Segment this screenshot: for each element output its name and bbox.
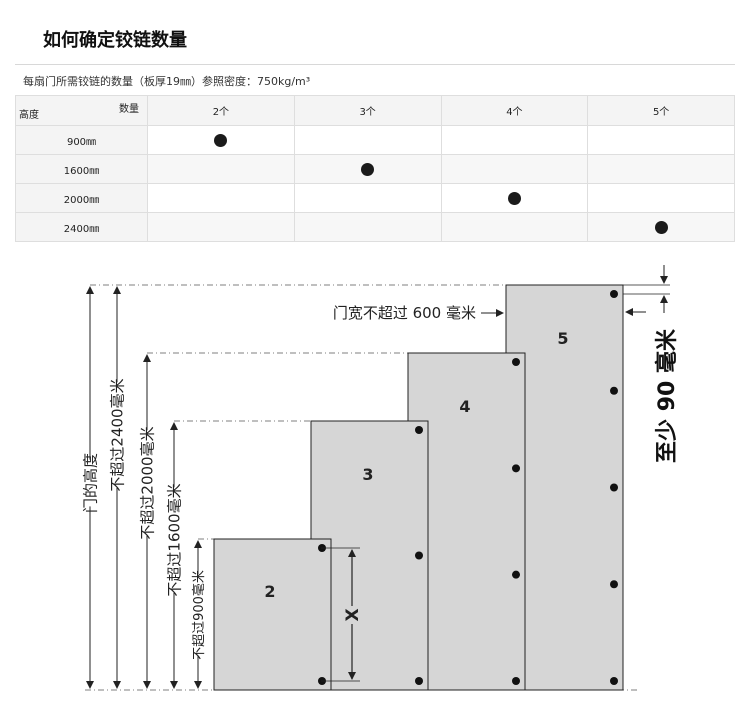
table-cell [147,154,295,184]
table-caption: 每扇门所需铰链的数量（板厚19㎜）参照密度：750kg/m³ [23,75,311,88]
dimension-label: 不超过2400毫米 [109,378,127,491]
hinge-placement-diagram: 2 3 4 5 门的高度不超过2400毫米不超过2000毫米不超过1600毫米不超过90… [81,265,680,691]
selection-dot-icon [654,220,668,234]
dimension-label: 门的高度 [82,453,100,513]
dimension-label: 不超过2000毫米 [139,426,157,539]
table-row: 1600㎜ [15,154,735,184]
label-background [108,382,126,488]
table-cell [147,125,295,155]
dimension-label-group: 不超过1600毫米 [165,483,184,597]
hinge-dot-icon [512,570,520,579]
height-header-label: 高度 [19,110,39,121]
hinge-dot-icon [610,483,618,492]
page-title: 如何确定铰链数量 [43,30,187,51]
table-header-row: 数量 高度 2个 3个 4个 5个 [15,95,735,126]
dimension-label-group: 不超过900毫米 [190,570,207,660]
table-cell [587,125,735,155]
dimension-label-group: 不超过2000毫米 [138,426,157,540]
panel-number-label: 2 [264,582,275,601]
panel-number-label: 3 [362,465,373,484]
row-height-label: 1600㎜ [15,154,148,184]
hinge-dot-icon [512,464,520,473]
column-header: 2个 [147,95,295,126]
table-row: 900㎜ [15,125,735,155]
row-height-label: 2400㎜ [15,212,148,242]
panel-number-label: 4 [459,397,470,416]
table-cell [293,154,442,184]
hinge-dot-icon [415,551,423,560]
table-cell [147,183,295,213]
column-header: 4个 [440,95,589,126]
selection-dot-icon [214,133,228,147]
table-cell [293,183,442,213]
table-cell [440,154,589,184]
hinge-dot-icon [610,290,618,298]
door-width-label: 门宽不超过 600 毫米 [333,304,476,322]
table-row: 2000㎜ [15,183,735,213]
hinge-dot-icon [415,426,423,434]
dimension-label: 不超过900毫米 [191,570,207,660]
divider [15,64,735,65]
row-height-label: 900㎜ [15,125,148,155]
table-corner-cell: 数量 高度 [15,95,148,126]
x-dimension-label: X [343,608,363,621]
x-label-background [343,606,361,624]
hinge-dot-icon [610,386,618,395]
label-background [138,430,156,536]
table-cell [587,183,735,213]
table-cell [293,212,442,242]
min-clearance-label: 至少 90 毫米 [654,328,680,463]
selection-dot-icon [507,191,521,205]
label-background [165,487,183,593]
quantity-header-label: 数量 [119,104,139,115]
dimension-label-group: 不超过2400毫米 [108,378,127,492]
table-cell [440,183,589,213]
door-panel [213,538,332,691]
panel-number-label: 5 [557,329,568,348]
row-height-label: 2000㎜ [15,183,148,213]
table-cell [293,125,442,155]
column-header: 3个 [293,95,442,126]
min-clearance-label-group: 至少 90 毫米 [654,328,680,463]
hinge-dot-icon [610,677,618,685]
dimension-label-group: 门的高度 [81,453,100,513]
table-cell [147,212,295,242]
label-background [190,574,206,656]
table-row: 2400㎜ [15,212,735,242]
selection-dot-icon [361,162,375,176]
table-cell [587,212,735,242]
table-cell [440,125,589,155]
hinge-dot-icon [610,580,618,589]
label-background [81,459,99,507]
hinge-dot-icon [512,358,520,366]
table-cell [587,154,735,184]
column-header: 5个 [587,95,735,126]
table-cell [440,212,589,242]
x-label-group: X [343,606,363,624]
hinge-dot-icon [512,677,520,685]
dimension-label: 不超过1600毫米 [166,483,184,596]
hinge-dot-icon [415,677,423,685]
